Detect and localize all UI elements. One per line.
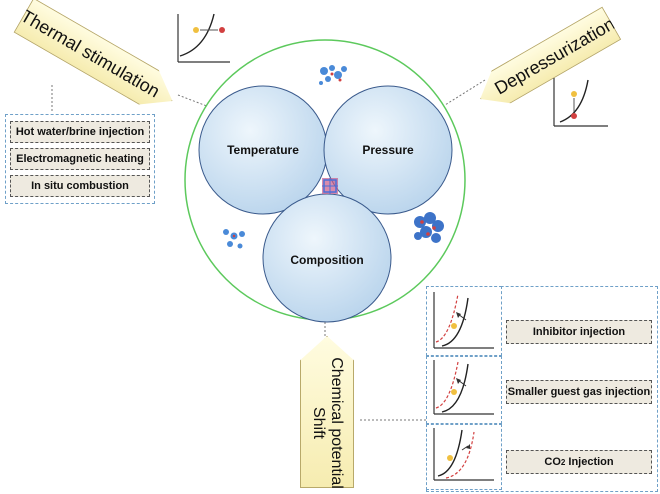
- thermal-plot-icon: [177, 13, 230, 63]
- pressure-circle: [323, 85, 453, 215]
- method-smaller-guest-gas-injection: Smaller guest gas injection: [506, 380, 652, 404]
- inhibitor-plot-icon: [433, 292, 494, 349]
- pressure-label: Pressure: [362, 143, 414, 157]
- molecule-cluster-icon: [322, 178, 338, 194]
- method-hot-water-brine-injection: Hot water/brine injection: [10, 121, 150, 143]
- method-in-situ-combustion: In situ combustion: [10, 175, 150, 197]
- temperature-label: Temperature: [227, 143, 299, 157]
- method-inhibitor-injection: Inhibitor injection: [506, 320, 652, 344]
- chemical-label-line2: Shift: [310, 406, 327, 439]
- inhibitor-subgroup: [426, 286, 502, 356]
- co2-plot-icon: [433, 428, 494, 481]
- chemical-label-rotated: Chemical potential Shift: [309, 357, 345, 489]
- co2-prefix: CO: [544, 456, 561, 468]
- chemical-label-line1: Chemical potential: [328, 357, 345, 489]
- composition-label: Composition: [290, 253, 364, 267]
- method-electromagnetic-heating: Electromagnetic heating: [10, 148, 150, 170]
- smaller-guest-plot-icon: [433, 360, 494, 415]
- co2-suffix: Injection: [565, 456, 614, 468]
- co2-subgroup: [426, 424, 502, 490]
- smaller-guest-subgroup: [426, 356, 502, 424]
- chemical-potential-shift-arrow: Chemical potential Shift: [300, 336, 354, 488]
- gas-molecules-top-icon: [319, 65, 347, 85]
- depressurization-plot-icon: [553, 78, 608, 127]
- co2-subscript: 2: [560, 457, 566, 467]
- gas-molecules-left-icon: [223, 229, 245, 249]
- hydrate-cluster-icon: [414, 212, 444, 243]
